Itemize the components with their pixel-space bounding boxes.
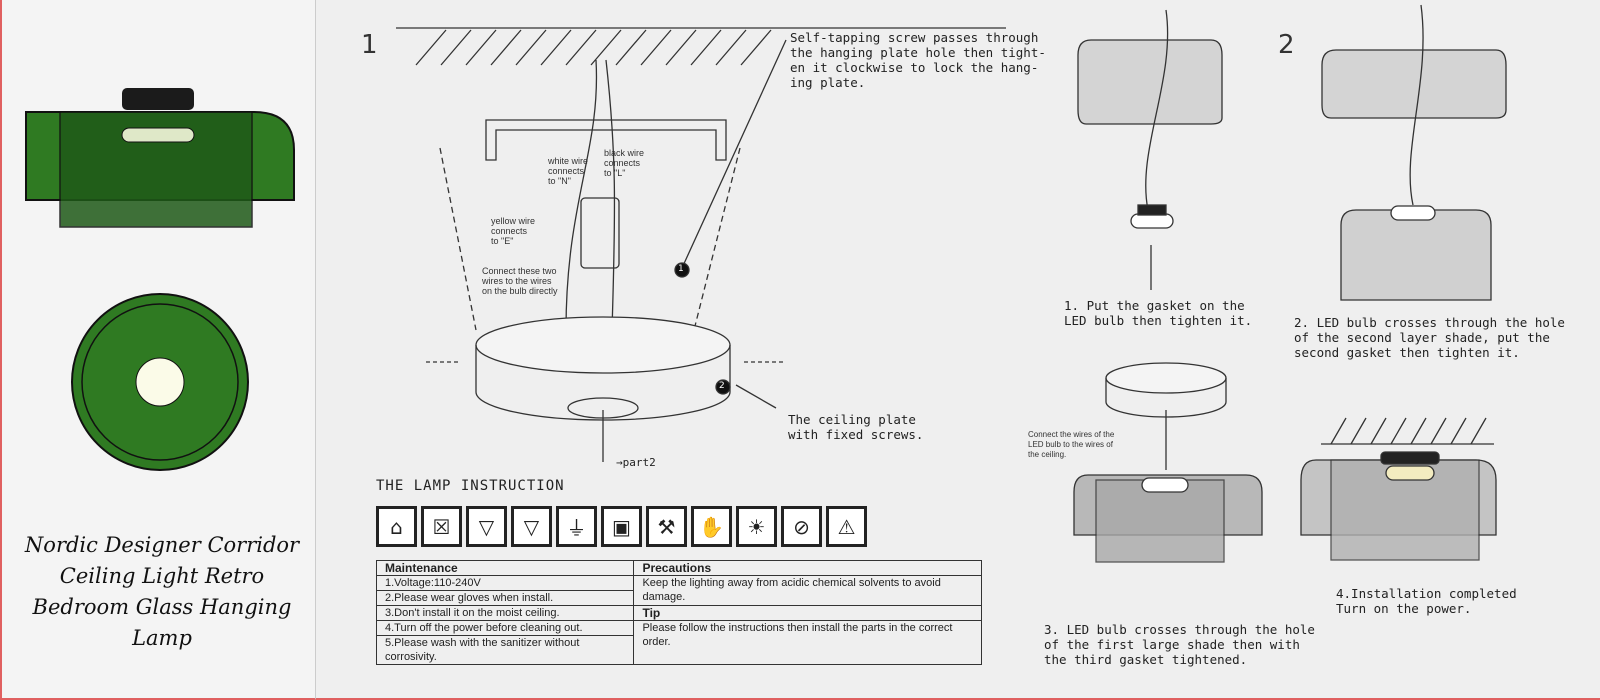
instruction-sheet: 1 Self-tapping screw passes through the … <box>316 0 1600 700</box>
screw-callout: Self-tapping screw passes through the ha… <box>790 30 1046 90</box>
product-title: Nordic Designer Corridor Ceiling Light R… <box>24 533 300 650</box>
safety-icons: ⌂ ☒ ▽ ▽ ⏚ ▣ ⚒ ✋ ☀ ⊘ ⚠ <box>376 506 867 547</box>
double-insulation-icon: ▣ <box>601 506 642 547</box>
no-dimmer-icon: ⊘ <box>781 506 822 547</box>
triangle-v-icon-2: ▽ <box>511 506 552 547</box>
marker-2: 2 <box>719 381 725 391</box>
caption-4: 4.Installation completed Turn on the pow… <box>1336 586 1517 616</box>
triangle-v-icon: ▽ <box>466 506 507 547</box>
maintenance-item: 5.Please wash with the sanitizer without… <box>375 635 635 665</box>
tip-text: Please follow the instructions then inst… <box>633 620 982 665</box>
black-wire-label: black wire connects to "L" <box>604 148 645 178</box>
caption-1: 1. Put the gasket on the LED bulb then t… <box>1064 298 1253 328</box>
no-touch-icon: ✋ <box>691 506 732 547</box>
ceiling-plate-callout: The ceiling plate with fixed screws. <box>788 412 924 442</box>
step2-diagrams <box>1073 4 1507 563</box>
lamp-bottom-view <box>71 293 249 471</box>
maintenance-item: 4.Turn off the power before cleaning out… <box>375 620 635 636</box>
step-1-number: 1 <box>361 30 378 60</box>
no-hot-icon: ☀ <box>736 506 777 547</box>
hanging-plate <box>485 119 727 161</box>
installer-icon: ⚒ <box>646 506 687 547</box>
product-illustration <box>25 88 295 471</box>
caption-2: 2. LED bulb crosses through the hole of … <box>1294 315 1565 360</box>
precautions-text: Keep the lighting away from acidic chemi… <box>633 575 982 606</box>
maintenance-item: 1.Voltage:110-240V <box>375 575 635 591</box>
product-panel: Nordic Designer Corridor Ceiling Light R… <box>0 0 316 700</box>
precautions-header: Precautions <box>633 560 982 576</box>
maintenance-header: Maintenance <box>375 560 635 576</box>
white-wire-label: white wire connects to "N" <box>548 156 589 186</box>
ceiling-hatch <box>396 27 1006 66</box>
installation-diagrams <box>396 4 1507 563</box>
part2-label: →part2 <box>616 456 656 469</box>
tip-header: Tip <box>633 605 982 621</box>
connect-wires-note: Connect these two wires to the wires on … <box>482 266 558 296</box>
yellow-wire-label: yellow wire connects to "E" <box>491 216 536 246</box>
instruction-heading: THE LAMP INSTRUCTION <box>376 478 565 494</box>
maintenance-item: 3.Don't install it on the moist ceiling. <box>375 605 635 621</box>
no-insulation-icon: ⚠ <box>826 506 867 547</box>
lamp-side-view <box>25 88 295 228</box>
no-cover-icon: ☒ <box>421 506 462 547</box>
marker-1: 1 <box>678 264 684 274</box>
wires-note: Connect the wires of the LED bulb to the… <box>1028 430 1115 459</box>
no-house-icon: ⌂ <box>376 506 417 547</box>
maintenance-item: 2.Please wear gloves when install. <box>375 590 635 606</box>
step-2-number: 2 <box>1278 30 1295 60</box>
ground-icon: ⏚ <box>556 506 597 547</box>
caption-3: 3. LED bulb crosses through the hole of … <box>1044 622 1315 667</box>
